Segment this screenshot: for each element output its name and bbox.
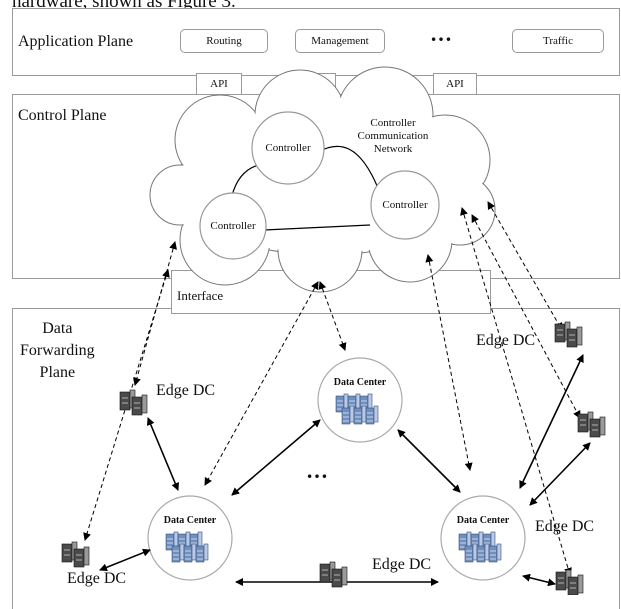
edge-dc-label-5: Edge DC (67, 570, 127, 587)
controller-node-2 (199, 192, 267, 260)
edge-dc-icon-3 (319, 561, 348, 588)
controller-label-2: Controller (210, 220, 256, 232)
controller-network-label: Controller Communication Network (357, 117, 429, 155)
app-traffic: Traffic (512, 29, 604, 53)
edge-dc-label-2: Edge DC (476, 332, 536, 349)
control-plane-title: Control Plane (18, 107, 107, 124)
edge-dc-label-1: Edge DC (156, 382, 216, 399)
dc-servers-right (458, 531, 502, 563)
controller-node-1 (251, 111, 325, 185)
diagram-graphics (61, 66, 606, 595)
api-box-3: API (433, 73, 477, 95)
controller-label-1: Controller (265, 142, 311, 154)
edge-dc-icon-1 (119, 389, 148, 416)
edge-dc-icon-4 (554, 321, 583, 348)
api-box-1: API (196, 73, 242, 95)
application-plane-title: Application Plane (18, 33, 134, 50)
app-management: Management (295, 29, 385, 53)
data-plane-title: Data Forwarding Plane (20, 320, 95, 381)
data-plane-ellipsis: … (306, 458, 328, 483)
dc-title-left: Data Center (163, 515, 217, 526)
dc-servers-top (335, 393, 379, 425)
dc-servers-left (165, 531, 209, 563)
edge-dc-label-4: Edge DC (372, 556, 432, 573)
dc-title-top: Data Center (333, 377, 387, 388)
edge-dc-label-3: Edge DC (535, 518, 595, 535)
edge-dc-icon-2 (61, 541, 90, 568)
dc-title-right: Data Center (456, 515, 510, 526)
controller-label-3: Controller (382, 199, 428, 211)
app-ellipsis: … (430, 21, 452, 46)
app-routing: Routing (180, 29, 268, 53)
controller-node-3 (370, 170, 440, 240)
edge-dc-icon-5 (577, 411, 606, 438)
edge-dc-icon-6 (555, 569, 584, 595)
